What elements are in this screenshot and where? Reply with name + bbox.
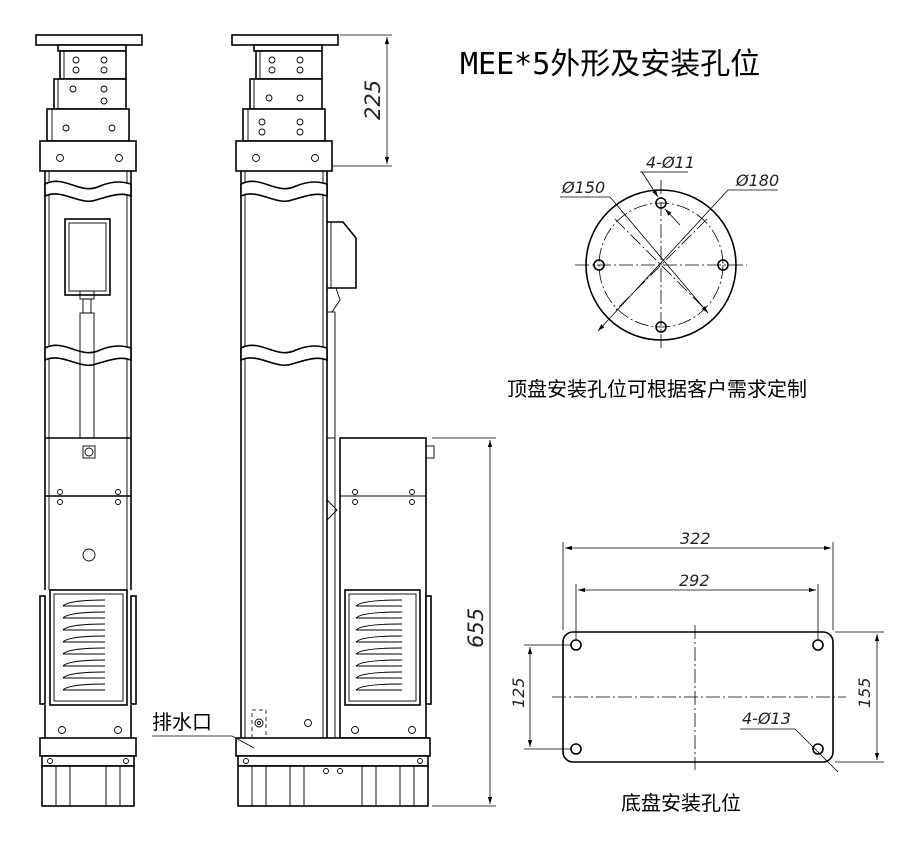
front-view bbox=[35, 34, 143, 807]
dim-top-height: 225 bbox=[361, 80, 385, 120]
dim-inner-dia: Ø150 bbox=[561, 178, 605, 197]
dim-base-hole-x: 292 bbox=[679, 571, 710, 590]
dim-base-holes: 4-Ø13 bbox=[742, 709, 791, 728]
top-plate-note: 顶盘安装孔位可根据客户需求定制 bbox=[507, 377, 807, 401]
dim-base-height-155: 155 bbox=[855, 677, 874, 708]
drain-label: 排水口 bbox=[152, 710, 212, 734]
dim-base-hole-y: 125 bbox=[509, 677, 528, 708]
dim-base-width: 322 bbox=[680, 529, 711, 548]
side-view: 排水口 225 655 bbox=[152, 34, 496, 807]
base-plate-note: 底盘安装孔位 bbox=[621, 791, 741, 815]
dim-top-holes: 4-Ø11 bbox=[646, 153, 695, 172]
top-plate-view: Ø150 Ø180 4-Ø11 顶盘安装孔位可根据客户需求定制 bbox=[507, 153, 807, 401]
base-plate-view: 322 292 125 155 4-Ø13 底盘安装孔位 bbox=[509, 529, 884, 815]
dim-base-height: 655 bbox=[464, 608, 488, 648]
dim-outer-dia: Ø180 bbox=[735, 171, 779, 190]
drawing-title: MEE*5外形及安装孔位 bbox=[460, 47, 760, 82]
